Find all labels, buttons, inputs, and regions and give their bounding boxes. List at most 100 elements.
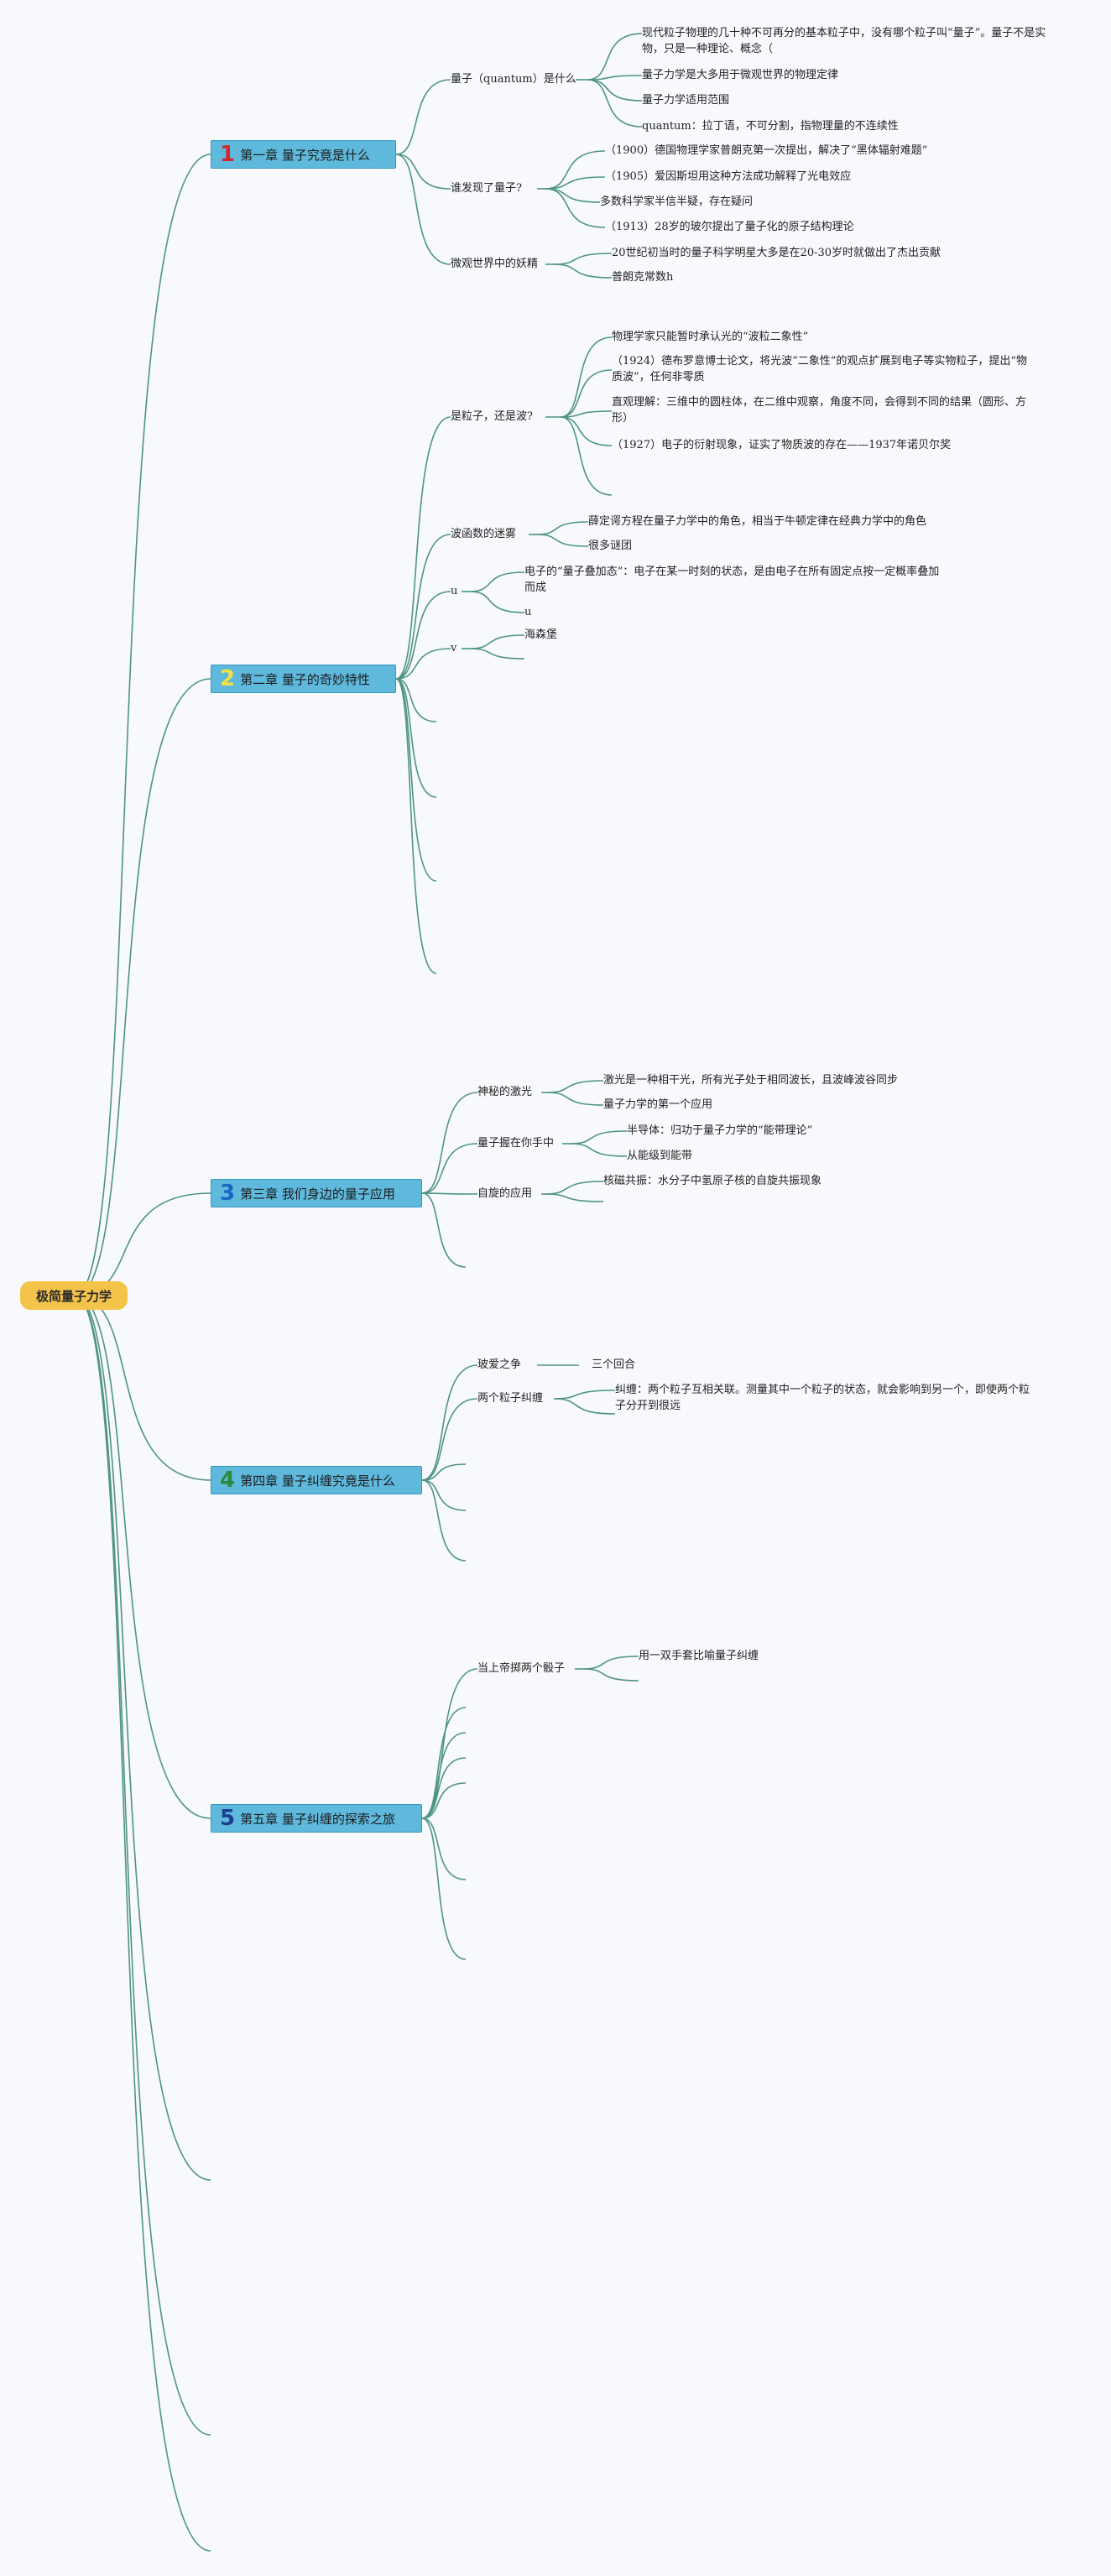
- chapter-title-3: 第三章 我们身边的量子应用: [240, 1186, 395, 1202]
- topic-quantum-in-hand[interactable]: 量子握在你手中: [477, 1137, 555, 1150]
- chapter-connector: [395, 79, 451, 155]
- leaf-item[interactable]: 半导体：归功于量子力学的“能带理论”: [627, 1124, 813, 1137]
- leaf-item[interactable]: 电子的“量子叠加态”：电子在某一时刻的状态，是由电子在所有固定点按一定概率叠加而…: [524, 566, 940, 594]
- chapter-connector: [421, 1757, 467, 1819]
- topic-connector: [553, 1390, 616, 1400]
- leaf-item[interactable]: 海森堡: [524, 628, 558, 641]
- topic-connector: [553, 263, 613, 279]
- chapter-connector: [421, 1192, 478, 1195]
- leaf-item[interactable]: quantum：拉丁语，不可分割，指物理量的不连续性: [642, 120, 899, 133]
- chapter-connector: [421, 1479, 467, 1511]
- topic-connector: [545, 176, 606, 190]
- topic-god-two-dice[interactable]: 当上帝掷两个骰子: [477, 1662, 566, 1675]
- leaf-item[interactable]: （1927）电子的衍射现象，证实了物质波的存在——1937年诺贝尔奖: [612, 439, 952, 451]
- topic-connector: [570, 1130, 628, 1145]
- topic-bohr-einstein-debate[interactable]: 玻爱之争: [477, 1358, 522, 1371]
- root-connector: [75, 1295, 211, 1481]
- topic-connector: [546, 1092, 604, 1106]
- topic-two-particles-entangled[interactable]: 两个粒子纠缠: [477, 1392, 544, 1405]
- leaf-item[interactable]: 用一双手套比喻量子纠缠: [639, 1650, 759, 1662]
- root-connector: [75, 1192, 211, 1296]
- chapter-number-3: 3: [220, 1181, 236, 1206]
- chapter-node-3[interactable]: 3 第三章 我们身边的量子应用: [211, 1179, 422, 1207]
- chapter-number-5: 5: [220, 1806, 236, 1831]
- root-connector: [75, 1295, 211, 2436]
- topic-connector: [587, 33, 643, 81]
- topic-connector: [545, 1181, 604, 1195]
- chapter-node-2[interactable]: 2 第二章 量子的奇妙特性: [211, 665, 396, 693]
- topic-connector: [536, 534, 589, 547]
- chapter-connector: [395, 154, 451, 190]
- leaf-item[interactable]: （1924）德布罗意博士论文，将光波“二象性”的观点扩展到电子等实物粒子，提出“…: [612, 355, 1028, 383]
- leaf-item[interactable]: （1913）28岁的玻尔提出了量子化的原子结构理论: [605, 221, 854, 233]
- chapter-connector: [421, 1092, 478, 1194]
- leaf-item[interactable]: 直观理解：三维中的圆柱体，在二维中观察，角度不同，会得到不同的结果（圆形、方形）: [612, 396, 1027, 425]
- leaf-item[interactable]: 从能级到能带: [627, 1150, 693, 1162]
- leaf-item[interactable]: 量子力学是大多用于微观世界的物理定律: [642, 69, 839, 81]
- root-connector: [75, 1295, 211, 2552]
- topic-what-is-quantum[interactable]: 量子（quantum）是什么: [451, 73, 576, 86]
- chapter-connector: [421, 1479, 467, 1562]
- chapter-connector: [395, 678, 437, 798]
- chapter-title-1: 第一章 量子究竟是什么: [240, 147, 370, 163]
- leaf-item[interactable]: 量子力学的第一个应用: [603, 1098, 713, 1111]
- chapter-title-2: 第二章 量子的奇妙特性: [240, 671, 370, 687]
- topic-connector: [587, 79, 643, 128]
- leaf-item[interactable]: 20世纪初当时的量子科学明星大多是在20-30岁时就做出了杰出贡献: [612, 247, 941, 259]
- chapter-connector: [421, 1707, 467, 1819]
- chapter-number-1: 1: [220, 142, 236, 167]
- root-connector: [75, 154, 211, 1296]
- topic-connector: [545, 188, 606, 228]
- topic-v[interactable]: v: [451, 642, 457, 654]
- leaf-item[interactable]: 很多谜团: [588, 540, 633, 552]
- leaf-item[interactable]: 薛定谔方程在量子力学中的角色，相当于牛顿定律在经典力学中的角色: [588, 515, 927, 528]
- topic-connector: [553, 1398, 616, 1415]
- root-node[interactable]: 极简量子力学: [20, 1281, 128, 1310]
- leaf-item[interactable]: 量子力学适用范围: [642, 94, 730, 107]
- chapter-connector: [395, 678, 437, 882]
- topic-connector: [545, 150, 606, 190]
- root-connector: [75, 1295, 211, 1819]
- chapter-connector: [395, 534, 451, 680]
- topic-connector: [560, 336, 613, 418]
- chapter-connector: [395, 648, 451, 680]
- leaf-item[interactable]: （1900）德国物理学家普朗克第一次提出，解决了“黑体辐射难题”: [605, 144, 928, 157]
- leaf-item[interactable]: 普朗克常数h: [612, 271, 674, 284]
- topic-particle-or-wave[interactable]: 是粒子，还是波?: [451, 410, 533, 423]
- chapter-connector: [395, 678, 437, 722]
- topic-wavefunction-mist[interactable]: 波函数的迷雾: [451, 528, 517, 540]
- topic-u[interactable]: u: [451, 585, 458, 597]
- topic-connector: [587, 75, 643, 81]
- chapter-connector: [421, 1817, 467, 1880]
- topic-spin-application[interactable]: 自旋的应用: [477, 1187, 533, 1200]
- leaf-item[interactable]: 激光是一种相干光，所有光子处于相同波长，且波峰波谷同步: [603, 1074, 899, 1087]
- leaf-item[interactable]: 多数科学家半信半疑，存在疑问: [600, 196, 754, 208]
- leaf-item[interactable]: u: [524, 606, 532, 618]
- chapter-connector: [421, 1398, 478, 1481]
- topic-laser[interactable]: 神秘的激光: [477, 1086, 533, 1098]
- chapter-connector: [421, 1782, 467, 1819]
- chapter-connector: [421, 1668, 478, 1819]
- leaf-item[interactable]: 纠缠：两个粒子互相关联。测量其中一个粒子的状态，就会影响到另一个，即使两个粒子分…: [615, 1384, 1030, 1412]
- chapter-node-1[interactable]: 1 第一章 量子究竟是什么: [211, 140, 396, 169]
- root-connector: [75, 1295, 211, 2181]
- chapter-connector: [421, 1463, 467, 1481]
- leaf-item[interactable]: 核磁共振：水分子中氢原子核的自旋共振现象: [603, 1175, 822, 1187]
- leaf-item[interactable]: （1905）爱因斯坦用这种方法成功解释了光电效应: [605, 170, 852, 183]
- topic-connector: [560, 416, 613, 496]
- chapter-node-4[interactable]: 4 第四章 量子纠缠究竟是什么: [211, 1466, 422, 1494]
- topic-who-discovered[interactable]: 谁发现了量子?: [451, 182, 522, 195]
- topic-connector: [469, 634, 525, 649]
- chapter-connector: [421, 1192, 467, 1268]
- topic-connector: [570, 1143, 628, 1157]
- chapter-connector: [395, 154, 451, 265]
- chapter-connector: [421, 1817, 467, 1960]
- leaf-item[interactable]: 现代粒子物理的几十种不可再分的基本粒子中，没有哪个粒子叫“量子”。量子不是实物，…: [642, 27, 1046, 55]
- leaf-item[interactable]: 三个回合: [592, 1358, 636, 1371]
- topic-micro-goblins[interactable]: 微观世界中的妖精: [451, 258, 539, 270]
- topic-connector: [560, 369, 613, 418]
- chapter-title-4: 第四章 量子纠缠究竟是什么: [240, 1473, 395, 1489]
- chapter-node-5[interactable]: 5 第五章 量子纠缠的探索之旅: [211, 1804, 422, 1833]
- leaf-item[interactable]: 物理学家只能暂时承认光的“波粒二象性”: [612, 331, 809, 343]
- chapter-connector: [395, 591, 451, 680]
